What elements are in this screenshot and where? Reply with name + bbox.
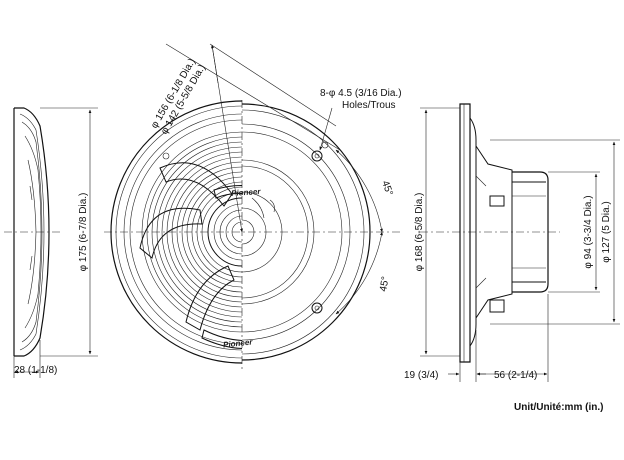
holes-trous-label: Holes/Trous: [342, 100, 396, 111]
grille-ring: [186, 176, 242, 288]
grille-ring: [191, 181, 242, 283]
grille-ring: [171, 161, 242, 303]
unit-label: Unit/Unité:mm (in.): [514, 402, 603, 413]
angle-45-top-label: 45°: [379, 179, 395, 197]
mounting-hole: [162, 152, 170, 160]
mounting-hole: [314, 153, 320, 159]
grille-logo: Pioneer: [223, 337, 254, 349]
diameter-127-label: φ 127 (5 Dia.): [601, 201, 612, 263]
mounting-hole: [311, 150, 323, 162]
depth-28-label: 28 (1-1/8): [14, 365, 57, 376]
angle-45-bottom-label: 45°: [378, 276, 391, 293]
diameter-175-label: φ 175 (6-7/8 Dia.): [78, 193, 89, 272]
front-logo: Pioneer: [231, 187, 262, 198]
mounting-hole: [311, 302, 323, 314]
left-side-profile-view: φ 175 (6-7/8 Dia.) 28 (1-1/8): [4, 107, 98, 378]
grille-ring: [156, 146, 242, 318]
depth-19-label: 19 (3/4): [404, 370, 438, 381]
grille-ring: [181, 171, 242, 293]
holes-diameter-label: 8-φ 4.5 (3/16 Dia.): [320, 88, 402, 99]
mounting-hole: [314, 305, 320, 311]
right-side-profile-view: φ 94 (3-3/4 Dia.) φ 127 (5 Dia.) φ 168 (…: [404, 103, 620, 382]
front-view: Pioneer Pioneer φ 156 (6-1/8 Dia.) φ 142…: [104, 43, 402, 372]
diameter-168-label: φ 168 (6-5/8 Dia.): [414, 193, 425, 272]
grille-ring: [196, 186, 242, 278]
grille-ring: [146, 136, 242, 328]
depth-56-label: 56 (2-1/4): [494, 370, 537, 381]
grille-half: [110, 100, 242, 364]
grille-ring: [201, 191, 242, 273]
diameter-94-label: φ 94 (3-3/4 Dia.): [583, 195, 594, 268]
grille-ring: [141, 131, 242, 333]
mounting-hole: [321, 141, 329, 149]
grille-ring: [161, 151, 242, 313]
grille-ring: [176, 166, 242, 298]
grille-ring: [151, 141, 242, 323]
mounting-holes: [162, 141, 329, 314]
